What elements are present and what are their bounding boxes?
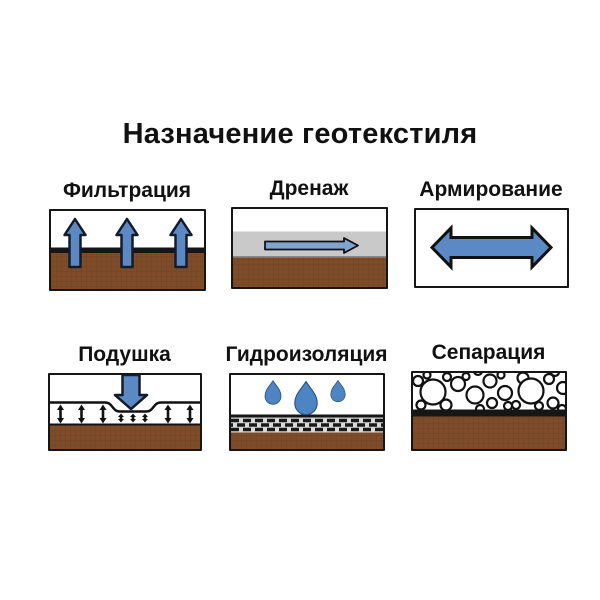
soil-top-edge xyxy=(232,256,386,258)
double-headed-arrow-icon xyxy=(429,224,553,271)
diagram-title: Назначение геотекстиля xyxy=(122,118,478,150)
compression-arrow-icons xyxy=(56,404,193,424)
panel-reinforcement: Армирование xyxy=(413,175,569,288)
label-drainage: Дренаж xyxy=(269,177,349,200)
water-drop-icon xyxy=(293,380,318,416)
separation-membrane-line xyxy=(412,409,565,417)
illustration-waterproofing xyxy=(228,373,385,451)
illustration-cushion xyxy=(47,373,202,451)
panel-separation: Сепарация xyxy=(410,338,567,451)
water-flow-right-arrow-icon xyxy=(263,237,359,254)
separation-scene xyxy=(412,373,565,449)
panel-drainage: Дренаж xyxy=(230,174,388,289)
stones-layer xyxy=(412,373,565,415)
label-waterproofing: Гидроизоляция xyxy=(225,343,388,366)
illustration-separation xyxy=(410,371,567,451)
label-filtration: Фильтрация xyxy=(62,179,192,202)
label-separation: Сепарация xyxy=(431,341,546,364)
water-drop-icon xyxy=(264,379,281,405)
soil-layer xyxy=(49,424,200,449)
soil-layer xyxy=(412,416,565,449)
compression-arrow-icon xyxy=(164,404,171,424)
reinforcement-scene xyxy=(429,224,553,271)
illustration-filtration xyxy=(48,209,206,291)
filtration-scene xyxy=(50,217,204,289)
compression-arrow-icon xyxy=(77,404,85,424)
compression-arrow-icon xyxy=(141,413,148,423)
panel-waterproofing: Гидроизоляция xyxy=(225,340,388,451)
compression-arrow-icon xyxy=(99,404,106,424)
compression-arrow-icon xyxy=(117,413,124,423)
label-cushion: Подушка xyxy=(78,343,171,366)
compression-arrow-icon xyxy=(129,413,136,423)
geotextile-wavy-line xyxy=(49,401,200,413)
woven-geotextile-band xyxy=(230,414,383,433)
drainage-scene xyxy=(232,231,386,287)
down-pressure-arrow-icon xyxy=(113,375,148,411)
panel-cushion: Подушка xyxy=(47,340,202,451)
up-arrow-icon xyxy=(168,217,193,269)
up-arrow-icon xyxy=(114,217,139,269)
soil-layer xyxy=(230,432,383,449)
up-arrow-icons xyxy=(62,217,193,269)
cushion-scene xyxy=(49,375,200,449)
water-drop-icons xyxy=(264,379,346,416)
up-arrow-icon xyxy=(62,217,87,269)
illustration-drainage xyxy=(230,207,388,289)
label-reinforcement: Армирование xyxy=(419,178,563,201)
water-drop-icon xyxy=(329,379,346,403)
compression-arrow-icon xyxy=(186,404,193,424)
illustration-reinforcement xyxy=(413,208,569,288)
panel-filtration: Фильтрация xyxy=(48,176,206,291)
waterproofing-scene xyxy=(230,379,383,449)
compression-arrow-icon xyxy=(56,404,64,424)
soil-layer xyxy=(232,257,386,287)
